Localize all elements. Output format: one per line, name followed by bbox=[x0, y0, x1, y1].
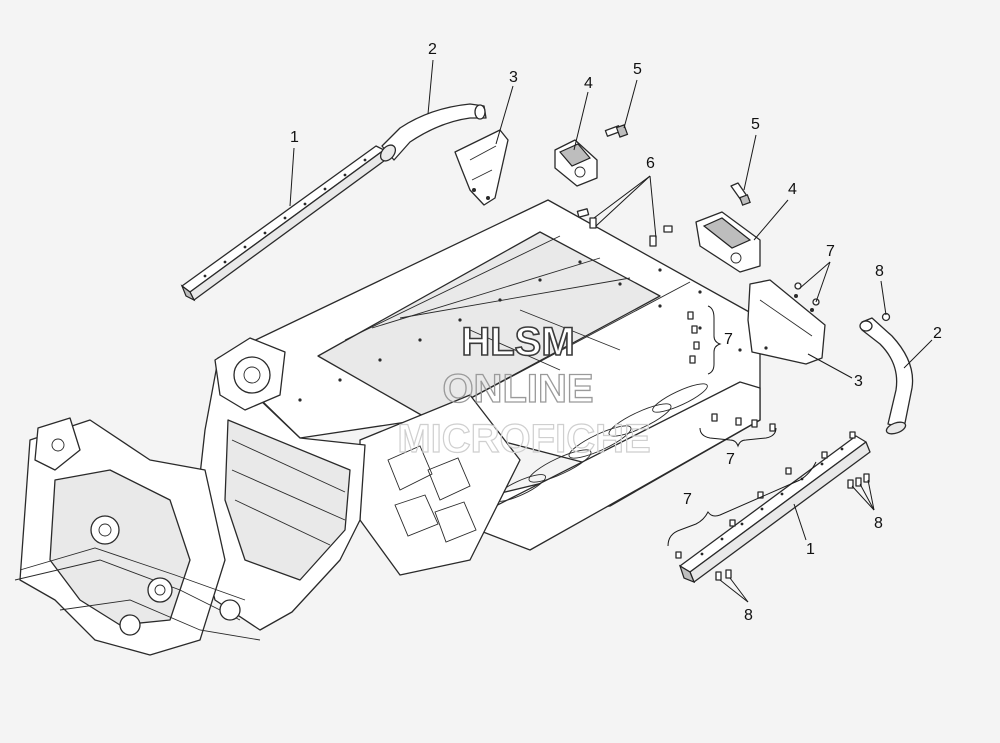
rail-holes-left bbox=[203, 158, 367, 278]
callout-7-lower: 7 bbox=[683, 491, 692, 508]
spindle-mount bbox=[214, 337, 286, 411]
chassis-frame bbox=[14, 199, 761, 656]
part-2-tube-left bbox=[379, 103, 487, 162]
callout-1-left: 1 bbox=[290, 129, 299, 146]
callout-2-left: 2 bbox=[428, 41, 437, 58]
watermark-line-3: MICROFICHE bbox=[397, 417, 650, 461]
watermark: HLSM ONLINE MICROFICHE bbox=[397, 319, 652, 461]
suspension-arms bbox=[14, 515, 261, 641]
callout-4-right: 4 bbox=[788, 181, 797, 198]
part-4-block-left bbox=[554, 139, 598, 187]
callout-labels: 1 2 3 4 5 6 5 4 7 8 2 7 3 7 7 1 8 8 bbox=[290, 41, 942, 624]
part-7-rivets bbox=[675, 282, 856, 559]
callout-3-left: 3 bbox=[509, 69, 518, 86]
callout-6: 6 bbox=[646, 155, 655, 172]
callout-4-left: 4 bbox=[584, 75, 593, 92]
callout-8-right-top: 8 bbox=[875, 263, 884, 280]
part-6-bolts bbox=[576, 208, 673, 247]
running-board-slots bbox=[494, 383, 708, 502]
rail-holes-right bbox=[700, 447, 844, 556]
callout-7-center: 7 bbox=[726, 451, 735, 468]
callout-3-right: 3 bbox=[854, 373, 863, 390]
callout-5-left: 5 bbox=[633, 61, 642, 78]
callout-7-right-top: 7 bbox=[826, 243, 835, 260]
callout-5-right: 5 bbox=[751, 116, 760, 133]
part-1-rail-right bbox=[678, 435, 871, 584]
watermark-line-2: ONLINE bbox=[442, 367, 593, 411]
part-8-fasteners-lower bbox=[715, 473, 870, 581]
tunnel-inner-panel bbox=[317, 231, 661, 421]
part-3-bracket-left bbox=[454, 129, 509, 206]
callout-2-right: 2 bbox=[933, 325, 942, 342]
part-1-rail-left bbox=[180, 145, 389, 302]
part-3-plate-right bbox=[747, 279, 826, 365]
part-2-tube-right bbox=[859, 317, 914, 435]
callout-8-bottom: 8 bbox=[744, 607, 753, 624]
leader-lines bbox=[289, 59, 933, 603]
part-4-block-right bbox=[695, 211, 761, 273]
shock-mount-left bbox=[34, 417, 81, 471]
watermark-line-1: HLSM bbox=[461, 320, 574, 364]
lightening-holes bbox=[387, 445, 477, 543]
frame-rivets bbox=[298, 260, 742, 402]
callout-8-lower-right: 8 bbox=[874, 515, 883, 532]
callout-1-right: 1 bbox=[806, 541, 815, 558]
part-5-bolt-left bbox=[604, 124, 629, 138]
part-5-bolt-right bbox=[730, 182, 751, 206]
callout-7-mid: 7 bbox=[724, 331, 733, 348]
